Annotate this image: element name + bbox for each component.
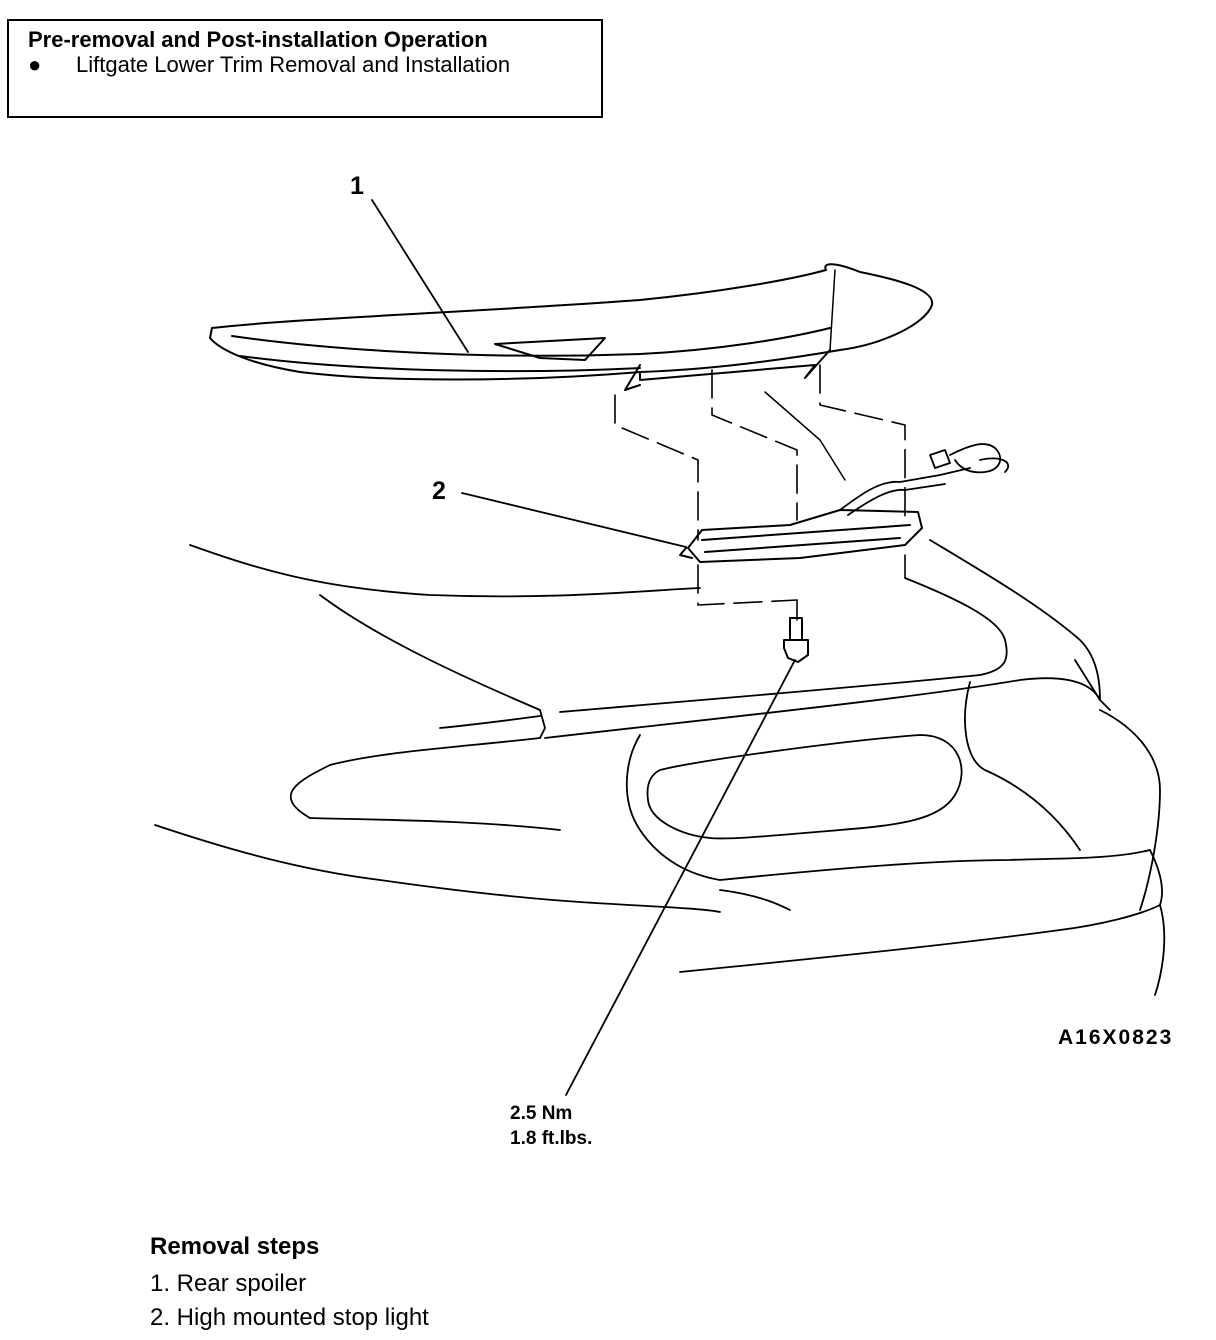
rear-spoiler-drawing — [209, 263, 934, 391]
alignment-guide-lines — [614, 364, 906, 621]
callout-1-leader — [371, 199, 469, 353]
torque-imperial: 1.8 ft.lbs. — [510, 1128, 593, 1149]
note-item: ● Liftgate Lower Trim Removal and Install… — [28, 52, 510, 78]
pre-removal-note-box: Pre-removal and Post-installation Operat… — [7, 19, 603, 118]
torque-leader — [565, 659, 796, 1096]
bullet-icon: ● — [28, 52, 42, 77]
removal-step-2: 2. High mounted stop light — [150, 1304, 429, 1331]
removal-step-1: 1. Rear spoiler — [150, 1270, 307, 1297]
note-title: Pre-removal and Post-installation Operat… — [28, 27, 488, 52]
callout-1-label: 1 — [350, 172, 364, 200]
high-mounted-stop-light-drawing — [679, 509, 923, 563]
wiring-harness-drawing — [839, 443, 1010, 516]
torque-metric: 2.5 Nm — [510, 1103, 573, 1124]
vehicle-body-drawing — [154, 539, 1166, 996]
removal-steps-title: Removal steps — [150, 1233, 320, 1260]
wire-guide-line — [764, 391, 846, 481]
screw-drawing — [783, 617, 809, 663]
figure-code: A16X0823 — [1058, 1026, 1174, 1049]
note-item-text: Liftgate Lower Trim Removal and Installa… — [76, 52, 511, 77]
callout-2-label: 2 — [432, 477, 446, 505]
callout-2-leader — [461, 492, 687, 548]
